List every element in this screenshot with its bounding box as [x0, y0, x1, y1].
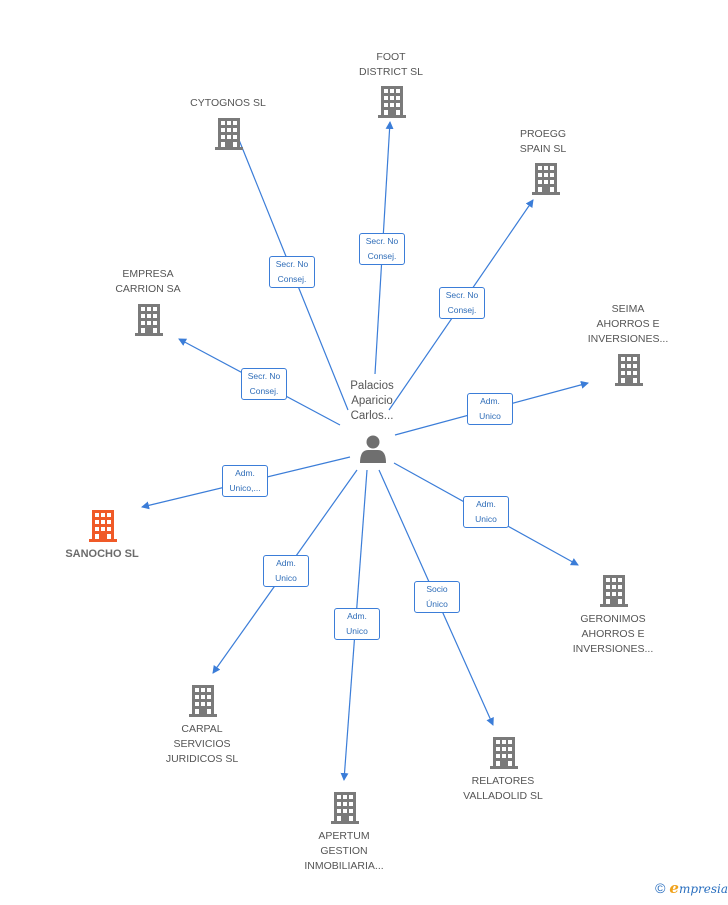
- edge-label-sanocho[interactable]: Adm. Unico,...: [222, 465, 268, 497]
- footer-brand: © empresia: [655, 879, 728, 897]
- company-label-geronimos[interactable]: GERONIMOS AHORROS E INVERSIONES...: [572, 613, 654, 655]
- building-icon-apertum[interactable]: [331, 792, 359, 824]
- building-icon-foot[interactable]: [378, 86, 406, 118]
- building-icon-carpal[interactable]: [189, 685, 217, 717]
- company-label-cytognos[interactable]: CYTOGNOS SL: [190, 97, 266, 109]
- edge-label-seima[interactable]: Adm. Unico: [467, 393, 513, 425]
- building-icon-empresa[interactable]: [135, 304, 163, 336]
- brand-initial: e: [669, 879, 679, 897]
- building-icon-proegg[interactable]: [532, 163, 560, 195]
- company-label-proegg[interactable]: PROEGG SPAIN SL: [519, 128, 567, 155]
- center-person-label[interactable]: Palacios Aparicio Carlos...: [350, 380, 394, 422]
- company-label-seima[interactable]: SEIMA AHORROS E INVERSIONES...: [587, 303, 669, 345]
- person-icon[interactable]: [360, 435, 386, 464]
- brand-name: mpresia: [678, 882, 728, 896]
- edge-label-proegg[interactable]: Secr. No Consej.: [439, 287, 485, 319]
- company-label-carpal[interactable]: CARPAL SERVICIOS JURIDICOS SL: [165, 723, 239, 765]
- building-icon-relatores[interactable]: [490, 737, 518, 769]
- building-icon-geronimos[interactable]: [600, 575, 628, 607]
- edge-label-relatores[interactable]: Socio Único: [414, 581, 460, 613]
- company-label-empresa[interactable]: EMPRESA CARRION SA: [115, 268, 181, 295]
- company-label-foot[interactable]: FOOT DISTRICT SL: [359, 51, 423, 78]
- edge-label-carpal[interactable]: Adm. Unico: [263, 555, 309, 587]
- copyright-icon: ©: [655, 880, 666, 896]
- building-icon-seima[interactable]: [615, 354, 643, 386]
- company-label-sanocho[interactable]: SANOCHO SL: [65, 548, 139, 560]
- company-label-apertum[interactable]: APERTUM GESTION INMOBILIARIA...: [304, 830, 384, 872]
- building-icon-sanocho[interactable]: [89, 510, 117, 542]
- building-icon-cytognos[interactable]: [215, 118, 243, 150]
- edge-label-geronimos[interactable]: Adm. Unico: [463, 496, 509, 528]
- edge-label-apertum[interactable]: Adm. Unico: [334, 608, 380, 640]
- edge-label-cytognos[interactable]: Secr. No Consej.: [269, 256, 315, 288]
- company-label-relatores[interactable]: RELATORES VALLADOLID SL: [463, 775, 543, 802]
- edge-label-empresa[interactable]: Secr. No Consej.: [241, 368, 287, 400]
- edge-label-foot[interactable]: Secr. No Consej.: [359, 233, 405, 265]
- brand-logo[interactable]: empresia: [669, 879, 728, 897]
